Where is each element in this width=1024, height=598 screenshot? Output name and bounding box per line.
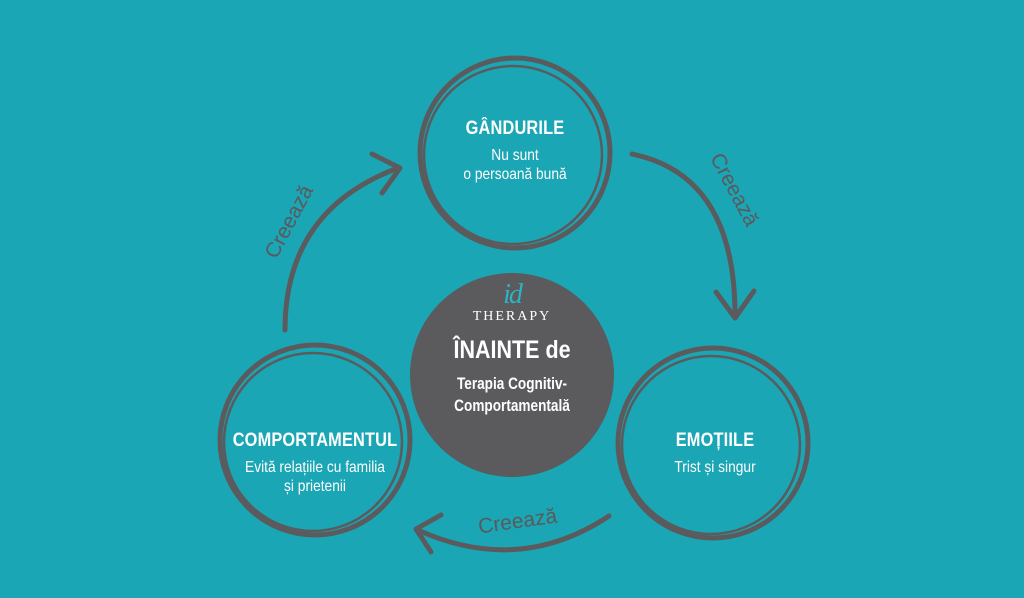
node-thoughts: GÂNDURILE Nu sunt o persoană bună [425,118,605,184]
center-circle: id THERAPY ÎNAINTE de Terapia Cognitiv- … [410,273,614,477]
node-emotions-title: EMOȚIILE [675,430,755,451]
ring-thoughts [417,55,613,251]
node-behavior: COMPORTAMENTUL Evită relațiile cu famili… [210,430,420,496]
node-behavior-line2: și prietenii [284,478,346,495]
ring-behavior [217,342,413,538]
node-emotions: EMOȚIILE Trist și singur [625,430,805,477]
node-behavior-line1: Evită relațiile cu familia [245,459,385,476]
arrow-emotions-to-behavior [413,512,612,555]
center-subtitle: Terapia Cognitiv- Comportamentală [430,373,593,417]
node-emotions-line1: Trist și singur [674,459,756,476]
center-subtitle-line2: Comportamentală [454,396,570,415]
node-behavior-description: Evită relațiile cu familia și prietenii [225,458,406,496]
node-emotions-description: Trist și singur [638,458,793,477]
node-thoughts-line2: o persoană bună [463,166,567,183]
id-therapy-logo-icon: id [503,279,523,310]
center-subtitle-line1: Terapia Cognitiv- [456,374,568,393]
center-headline: ÎNAINTE de [453,336,571,364]
arrow-behavior-to-thoughts [282,151,403,333]
node-behavior-title: COMPORTAMENTUL [232,430,398,451]
logo-wordmark: THERAPY [472,309,552,324]
arrow-thoughts-to-emotions [629,151,757,321]
node-thoughts-title: GÂNDURILE [465,118,565,139]
ring-emotions [615,345,811,541]
node-thoughts-line1: Nu sunt [491,147,539,164]
node-thoughts-description: Nu sunt o persoană bună [438,146,593,184]
